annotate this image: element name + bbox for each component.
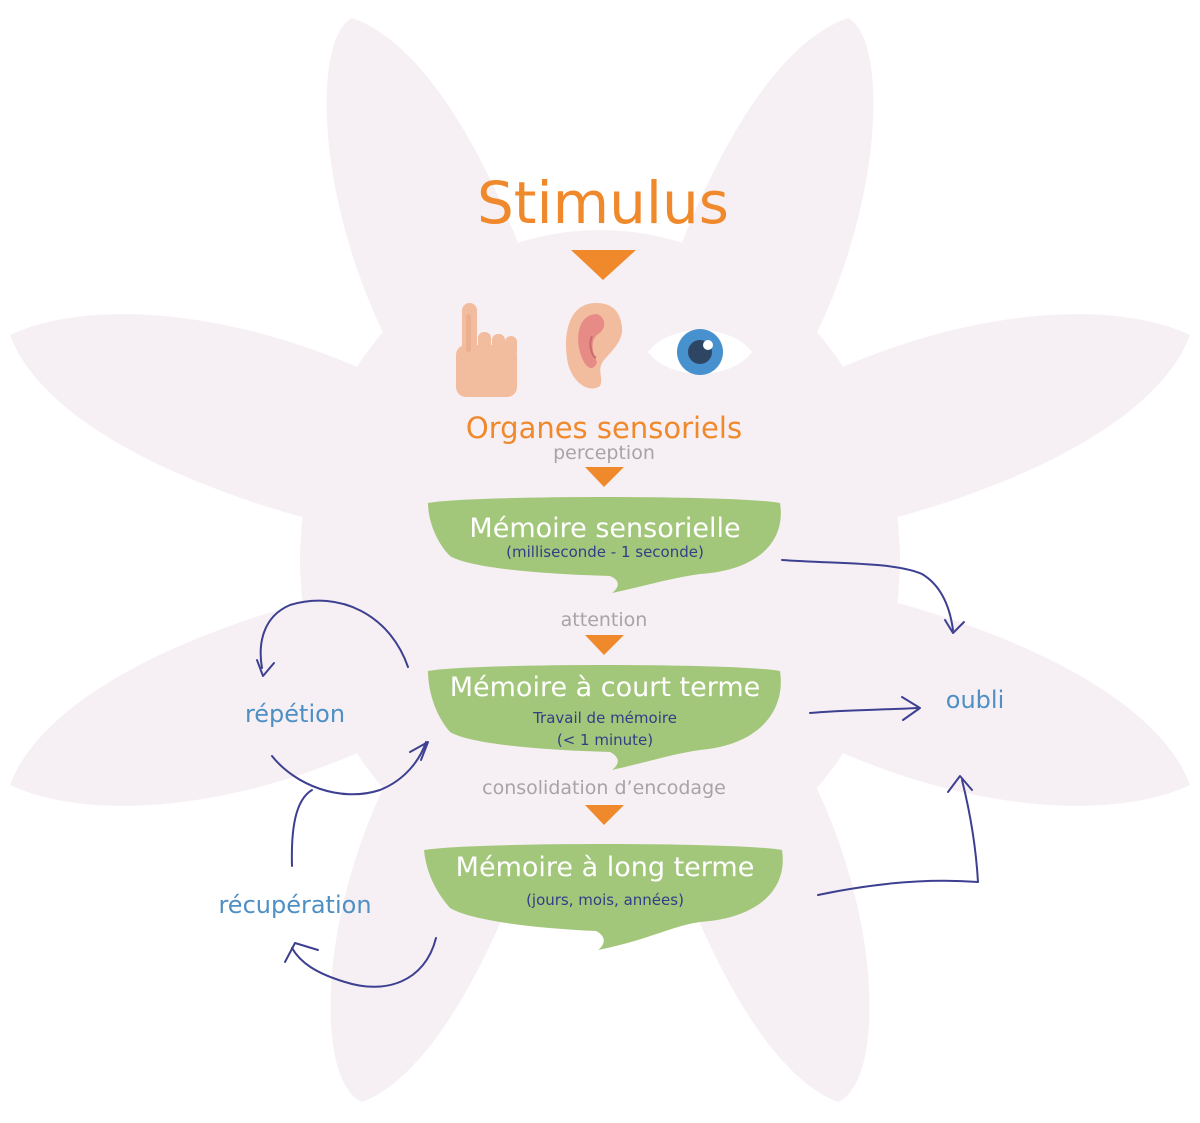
down-arrow-icon bbox=[585, 467, 624, 487]
sensory-memory-box bbox=[428, 497, 781, 593]
finger-icon bbox=[456, 303, 517, 397]
eye-icon bbox=[648, 329, 752, 375]
repetition-loop-arrows bbox=[256, 599, 429, 796]
down-arrow-icon bbox=[585, 805, 624, 825]
perception-label: perception bbox=[553, 442, 655, 464]
down-arrow-icon bbox=[585, 635, 624, 655]
attention-label: attention bbox=[561, 609, 648, 631]
sensory-memory-title: Mémoire sensorielle bbox=[469, 513, 740, 544]
forgetting-label: oubli bbox=[946, 686, 1004, 714]
short-term-memory-duration: (< 1 minute) bbox=[557, 731, 653, 749]
ear-icon bbox=[566, 303, 623, 389]
short-term-memory-subtitle: Travail de mémoire bbox=[532, 709, 677, 727]
short-term-memory-box bbox=[428, 665, 781, 770]
long-term-memory-duration: (jours, mois, années) bbox=[526, 891, 684, 909]
long-term-memory-title: Mémoire à long terme bbox=[456, 852, 755, 883]
encoding-label: consolidation d’encodage bbox=[482, 777, 726, 799]
sensory-organs-label: Organes sensoriels bbox=[466, 411, 742, 445]
repetition-label: répétion bbox=[245, 700, 345, 728]
stimulus-title: Stimulus bbox=[477, 169, 729, 237]
retrieval-loop-arrows bbox=[284, 789, 437, 988]
down-arrow-icon bbox=[571, 250, 636, 280]
short-term-memory-title: Mémoire à court terme bbox=[450, 672, 761, 703]
long-term-memory-box bbox=[424, 844, 783, 950]
retrieval-label: récupération bbox=[218, 891, 371, 919]
forgetting-arrows bbox=[781, 559, 979, 896]
sensory-memory-duration: (milliseconde - 1 seconde) bbox=[506, 543, 704, 561]
